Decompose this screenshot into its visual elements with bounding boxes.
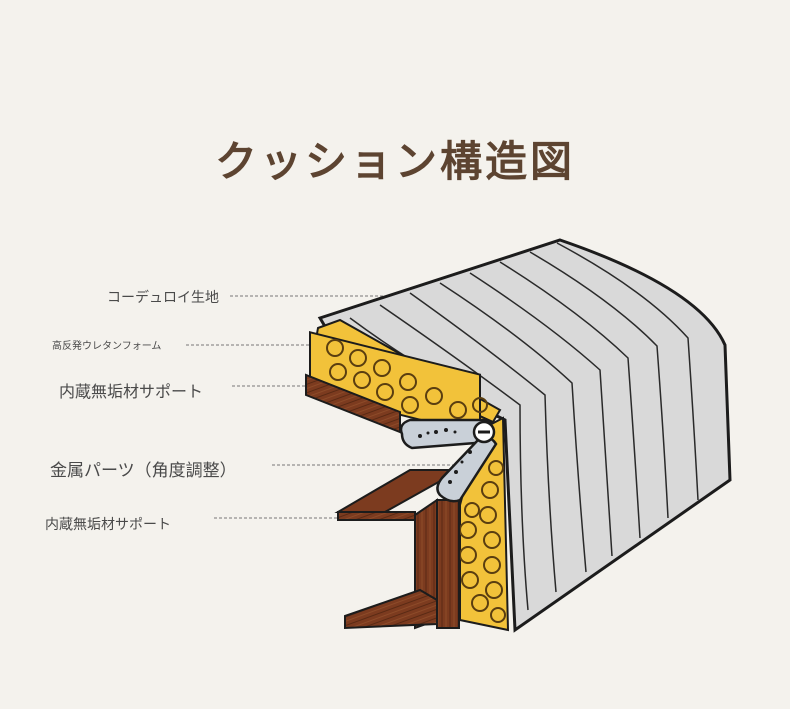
metal-hinge bbox=[399, 418, 498, 503]
label-wood-support-top: 内蔵無垢材サポート bbox=[59, 382, 204, 401]
label-corduroy-fabric: コーデュロイ生地 bbox=[107, 290, 219, 306]
label-wood-support-bottom: 内蔵無垢材サポート bbox=[45, 517, 171, 533]
foam-bubbles bbox=[326, 339, 506, 623]
page-title: クッション構造図 bbox=[214, 137, 575, 186]
wood-support-top bbox=[305, 373, 401, 434]
label-metal-parts: 金属パーツ（角度調整） bbox=[50, 461, 237, 481]
label-urethane-foam: 高反発ウレタンフォーム bbox=[52, 341, 162, 352]
wood-support-bottom bbox=[334, 469, 464, 630]
fabric-outer-shell bbox=[317, 238, 732, 633]
corduroy-lines bbox=[349, 242, 699, 611]
